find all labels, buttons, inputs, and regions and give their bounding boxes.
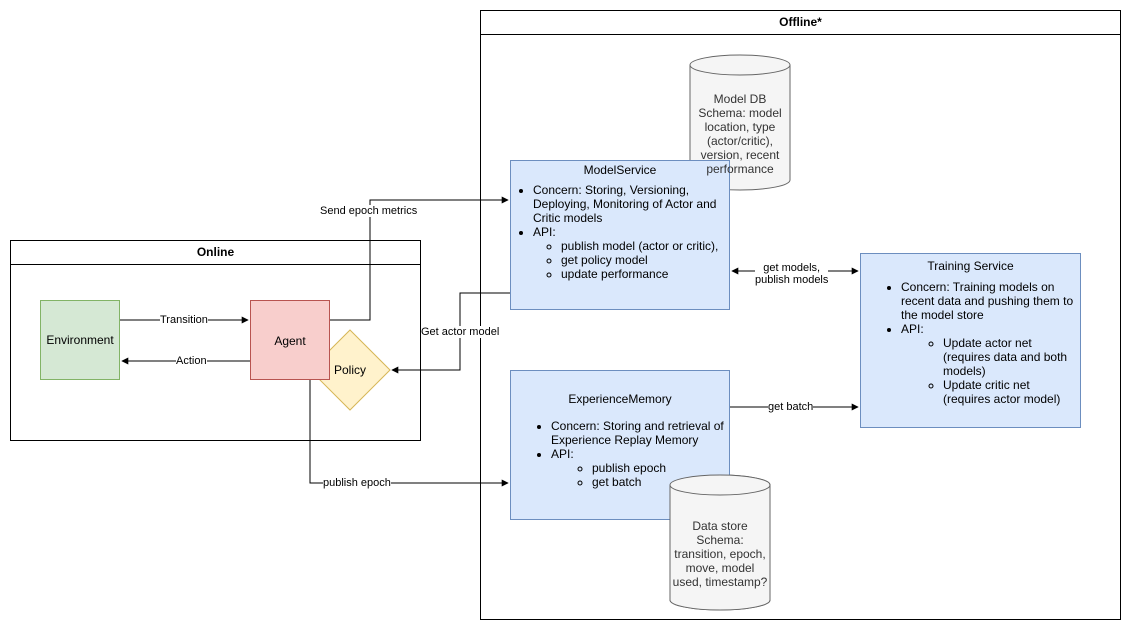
edge-label-get-actor-model: Get actor model [421, 326, 500, 338]
edge-label-action: Action [176, 355, 207, 367]
data-store-line: move, model [685, 561, 755, 575]
edge-label-get-batch: get batch [768, 401, 814, 413]
training-service-api-item: Update actor net (requires data and both… [943, 336, 1076, 378]
training-service-concern: Concern: Training models on recent data … [901, 280, 1076, 322]
edge-label-publish-epoch: publish epoch [323, 477, 391, 489]
data-store-line: Schema: [696, 533, 744, 547]
edge-label-line: publish models [755, 274, 829, 286]
offline-frame: Offline* [480, 10, 1121, 620]
online-frame: Online [10, 240, 421, 441]
model-service-concern: Concern: Storing, Versioning, Deploying,… [533, 183, 729, 225]
model-db-line: location, type [704, 120, 776, 134]
training-service-title: Training Service [927, 259, 1014, 273]
model-service-api-label: API: [533, 225, 729, 239]
data-store-label: Data store Schema: transition, epoch, mo… [670, 519, 770, 589]
agent-node[interactable]: Agent [250, 300, 330, 380]
model-db-line: Schema: model [698, 106, 782, 120]
experience-memory-title: ExperienceMemory [568, 392, 672, 406]
model-db-label: Model DB Schema: model location, type (a… [690, 92, 790, 176]
edge-send-epoch-metrics [330, 196, 509, 321]
agent-label: Agent [274, 334, 306, 348]
model-service-title: ModelService [583, 163, 657, 177]
environment-node[interactable]: Environment [40, 300, 120, 380]
edge-publish-epoch [309, 380, 509, 487]
training-service-api-item: Update critic net (requires actor model) [943, 378, 1076, 406]
model-db-cylinder[interactable] [689, 54, 791, 191]
offline-title: Offline* [481, 11, 1120, 35]
model-service-api-item: update performance [561, 267, 729, 281]
policy-label: Policy [333, 363, 366, 377]
model-service-api-item: publish model (actor or critic), [561, 239, 729, 253]
model-db-line: Model DB [713, 92, 767, 106]
edge-label-line: get models, [763, 262, 821, 274]
experience-memory-concern: Concern: Storing and retrieval of Experi… [551, 419, 725, 447]
training-service-api-label: API: [901, 322, 1076, 336]
model-service-api-item: get policy model [561, 253, 729, 267]
model-service-node[interactable]: ModelService Concern: Storing, Versionin… [510, 160, 730, 310]
model-db-line: performance [706, 162, 774, 176]
experience-memory-api-label: API: [551, 447, 725, 461]
training-service-node[interactable]: Training Service Concern: Training model… [860, 253, 1081, 428]
environment-label: Environment [46, 333, 114, 347]
model-db-line: (actor/critic), [707, 134, 773, 148]
model-db-line: version, recent [700, 148, 780, 162]
data-store-line: Data store [692, 519, 748, 533]
edge-label-transition: Transition [160, 314, 208, 326]
online-title: Online [11, 241, 420, 265]
edge-label-get-models: get models, publish models [755, 262, 829, 286]
edge-label-send-epoch-metrics: Send epoch metrics [320, 205, 418, 217]
experience-memory-api-item: get batch [592, 475, 725, 489]
data-store-line: transition, epoch, [674, 547, 766, 561]
data-store-line: used, timestamp? [672, 575, 768, 589]
experience-memory-api-item: publish epoch [592, 461, 725, 475]
